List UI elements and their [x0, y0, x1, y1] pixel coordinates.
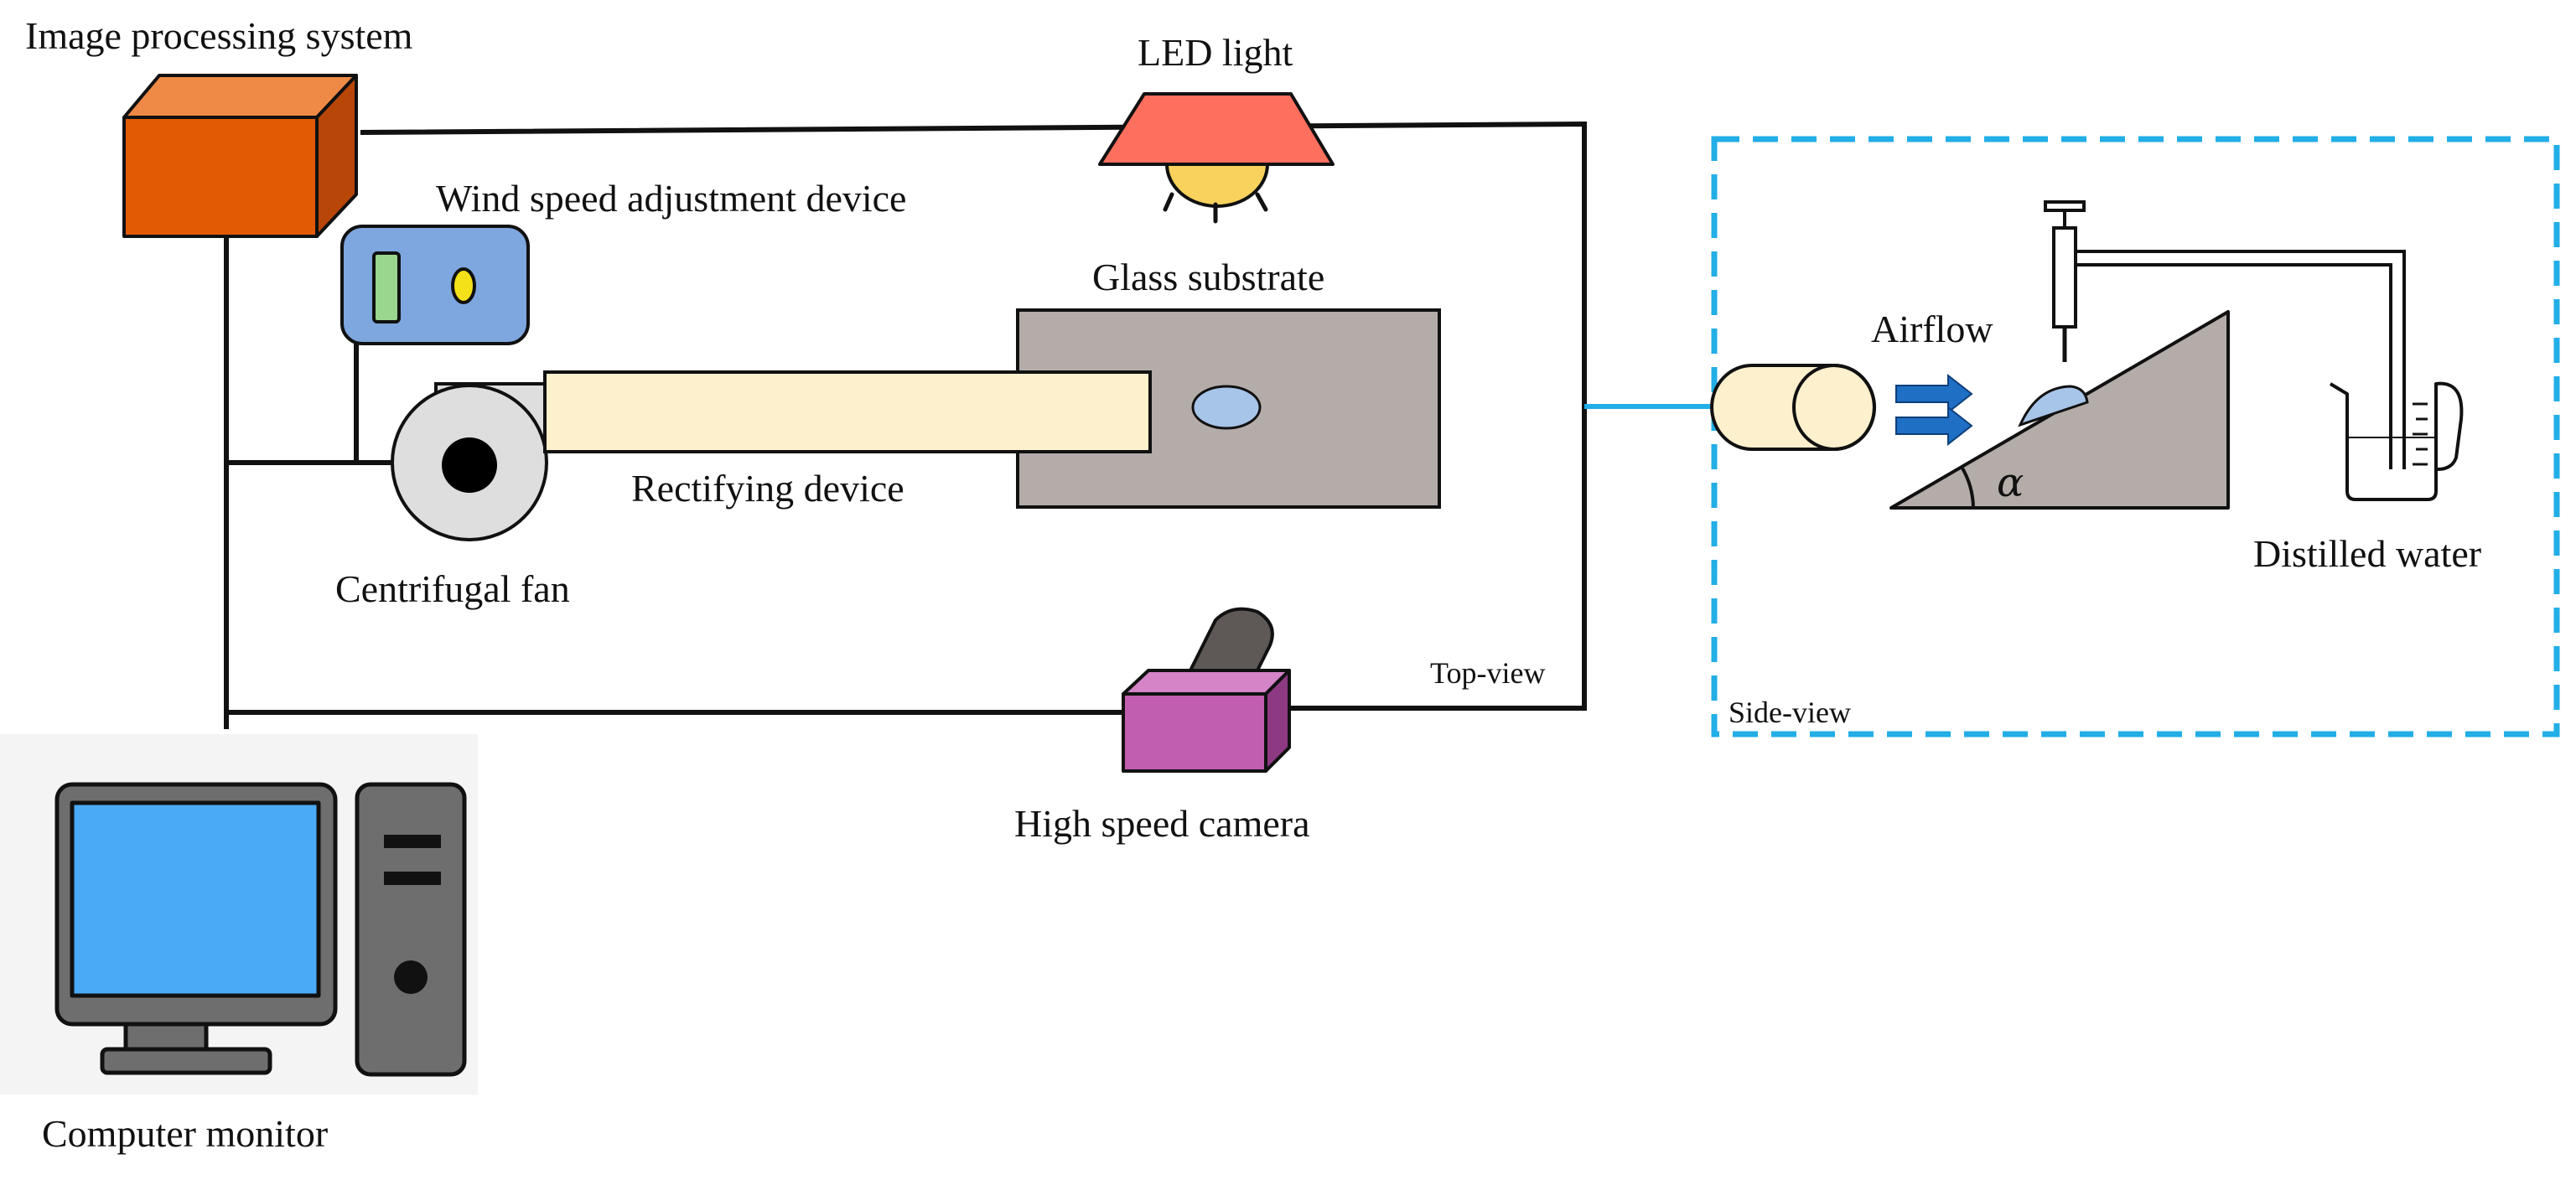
connection-wires [224, 121, 1587, 729]
distilled-water-label: Distilled water [2253, 532, 2481, 575]
glass-substrate-label: Glass substrate [1092, 256, 1324, 298]
angle-arc [1960, 465, 1975, 509]
centrifugal-fan-label: Centrifugal fan [335, 567, 570, 610]
airflow-label: Airflow [1871, 308, 1993, 350]
syringe-and-tubing [2044, 200, 2406, 469]
rectifying-device [543, 370, 1152, 453]
image-processing-system-label: Image processing system [25, 14, 413, 57]
computer-monitor [0, 734, 478, 1095]
image-processing-system-box [122, 74, 358, 238]
rectifying-device-label: Rectifying device [631, 467, 904, 510]
centrifugal-fan [391, 382, 548, 541]
led-light [1098, 92, 1335, 224]
distilled-water-beaker [2329, 381, 2464, 501]
wind-speed-adjustment-device [340, 225, 530, 345]
high-speed-camera-label: High speed camera [1014, 802, 1310, 845]
side-view-frame [1711, 136, 2560, 738]
computer-tower [355, 782, 467, 1077]
droplet-side-view [2018, 385, 2089, 427]
wind-speed-adjustment-device-label: Wind speed adjustment device [436, 177, 906, 220]
high-speed-camera [1122, 607, 1291, 773]
top-view-label: Top-view [1430, 656, 1545, 690]
led-light-rays [1163, 192, 1268, 224]
alpha-label: α [1997, 459, 2024, 506]
computer-monitor-label: Computer monitor [42, 1112, 328, 1155]
camera-lens [1189, 607, 1274, 689]
led-light-label: LED light [1138, 31, 1293, 74]
droplet-top-view [1191, 385, 1262, 430]
side-view-label: Side-view [1729, 696, 1851, 729]
wind-device-slider [372, 251, 401, 323]
airflow-tube-side [1710, 364, 1876, 451]
wind-device-knob [451, 267, 476, 304]
monitor-screen [70, 800, 321, 998]
airflow-arrows [1895, 373, 1973, 447]
